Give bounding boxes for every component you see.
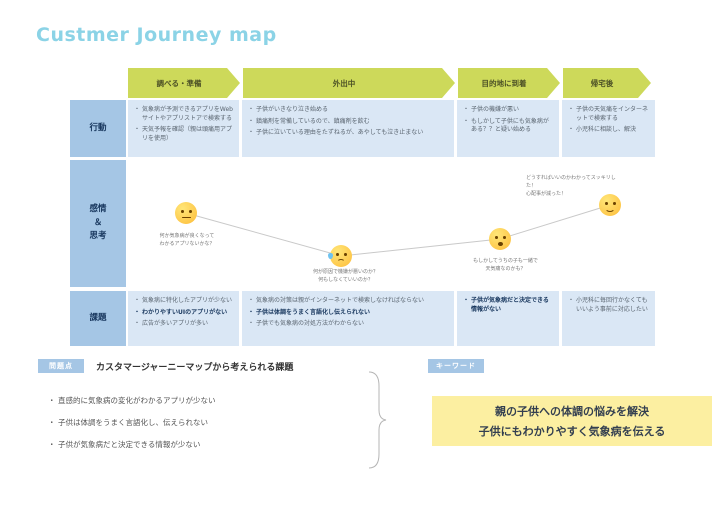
face-eye [502, 236, 506, 240]
tear-drop [328, 253, 333, 259]
stage-arrow-research: 調べる・準備 [128, 68, 240, 98]
stage-label: 目的地に到着 [481, 78, 527, 88]
problem-item: 子供は体調をうまく言語化し、伝えられない [48, 417, 216, 428]
face-mouth [181, 216, 191, 219]
stage-arrow-outing: 外出中 [243, 68, 455, 98]
action-item: 鎮痛剤を常備しているので、鎮痛剤を飲む [248, 118, 448, 127]
actions-cell-outing: 子供がいきなり泣き始める 鎮痛剤を常備しているので、鎮痛剤を飲む 子供に泣いてい… [242, 100, 454, 157]
issue-item: 広告が多いアプリが多い [134, 320, 233, 329]
curly-brace [368, 371, 387, 469]
problem-item: 子供が気象病だと決定できる情報が少ない [48, 439, 216, 450]
issues-cell-home: 小児科に毎回行かなくてもいいよう事前に対応したい [562, 291, 655, 346]
row-label-emotions: 感情 ＆ 思考 [70, 160, 126, 287]
actions-cell-arrival: 子供の機嫌が悪い もしかして子供にも気象病がある？？と疑い始める [457, 100, 559, 157]
happy-face-icon [599, 194, 621, 216]
emotion-caption: どうすればいいのかわかってスッキリした！ 心配事が減った！ [526, 175, 616, 197]
emotion-caption: 何か気象病が良くなって わかるアプリないかな？ [159, 233, 215, 247]
face-eye [188, 210, 192, 214]
face-eye [180, 210, 184, 214]
issues-cell-research: 気象病に特化したアプリが少ない わかりやすいUIのアプリがない 広告が多いアプリ… [128, 291, 239, 346]
mood-line [185, 204, 611, 257]
neutral-face-icon [175, 202, 197, 224]
worried-face-icon [489, 228, 511, 250]
face-eye [494, 236, 498, 240]
stage-arrow-arrival: 目的地に到着 [458, 68, 560, 98]
action-item: 子供がいきなり泣き始める [248, 106, 448, 115]
issues-cell-arrival: 子供が気象病だと決定できる情報がない [457, 291, 559, 346]
emotion-row: 何か気象病が良くなって わかるアプリないかな？ 何が原因で機嫌が悪いのか？ 何も… [128, 159, 655, 288]
issue-item-highlight: わかりやすいUIのアプリがない [134, 309, 233, 318]
face-eye [343, 253, 347, 257]
keyword-line: 子供にもわかりやすく気象病を伝える [478, 425, 666, 438]
action-item: 子供の機嫌が悪い [463, 106, 553, 115]
stage-label: 帰宅後 [590, 78, 614, 88]
action-item: 子供の天気痛をインターネットで検索する [568, 106, 649, 123]
problem-list: 直感的に気象病の変化がわかるアプリが少ない 子供は体調をうまく言語化し、伝えられ… [48, 395, 216, 450]
face-eye [604, 202, 608, 206]
face-eye [612, 202, 616, 206]
action-item: もしかして子供にも気象病がある？？と疑い始める [463, 118, 553, 135]
issue-item: 気象病の対策は親がインターネットで検索しなければならない [248, 297, 448, 306]
issue-item-highlight: 子供は体調をうまく言語化し伝えられない [248, 309, 448, 318]
problem-badge: 問題点 [38, 359, 84, 373]
actions-cell-home: 子供の天気痛をインターネットで検索する 小児科に相談し、解決 [562, 100, 655, 157]
issue-item: 子供でも気象病の対処方法がわからない [248, 320, 448, 329]
stage-arrow-home: 帰宅後 [563, 68, 651, 98]
stage-label: 外出中 [332, 78, 356, 88]
face-mouth [497, 241, 503, 246]
problems-heading: カスタマージャーニーマップから考えられる課題 [96, 363, 294, 373]
keyword-badge: キーワード [428, 359, 484, 373]
problem-item: 直感的に気象病の変化がわかるアプリが少ない [48, 395, 216, 406]
face-mouth [337, 258, 345, 265]
keyword-box: 親の子供への体調の悩みを解決 子供にもわかりやすく気象病を伝える [432, 396, 712, 446]
issue-item: 気象病に特化したアプリが少ない [134, 297, 233, 306]
issue-item-highlight: 子供が気象病だと決定できる情報がない [463, 297, 553, 314]
stage-label: 調べる・準備 [156, 78, 202, 88]
action-item: 子供に泣いている理由をたずねるが、あやしても泣き止まない [248, 129, 448, 138]
actions-cell-research: 気象病が予測できるアプリをWebサイトやアプリストアで検索する 天気予報を確認（… [128, 100, 239, 157]
face-eye [335, 253, 339, 257]
emotion-caption: 何が原因で機嫌が悪いのか？ 何もしなくていいのか？ [312, 269, 378, 283]
face-mouth [605, 204, 615, 212]
crying-face-icon [328, 245, 352, 267]
issues-cell-outing: 気象病の対策は親がインターネットで検索しなければならない 子供は体調をうまく言語… [242, 291, 454, 346]
page-title: Custmer Journey map [36, 24, 277, 46]
action-item: 小児科に相談し、解決 [568, 126, 649, 135]
emotion-caption: もしかしてうちの子も一緒で 天気痛なのかも？ [473, 258, 538, 272]
action-item: 天気予報を確認（親は頭痛用アプリを使用） [134, 126, 233, 143]
keyword-line: 親の子供への体調の悩みを解決 [495, 405, 649, 418]
action-item: 気象病が予測できるアプリをWebサイトやアプリストアで検索する [134, 106, 233, 123]
issue-item: 小児科に毎回行かなくてもいいよう事前に対応したい [568, 297, 649, 314]
row-label-issues: 課題 [70, 291, 126, 346]
row-label-actions: 行動 [70, 100, 126, 157]
